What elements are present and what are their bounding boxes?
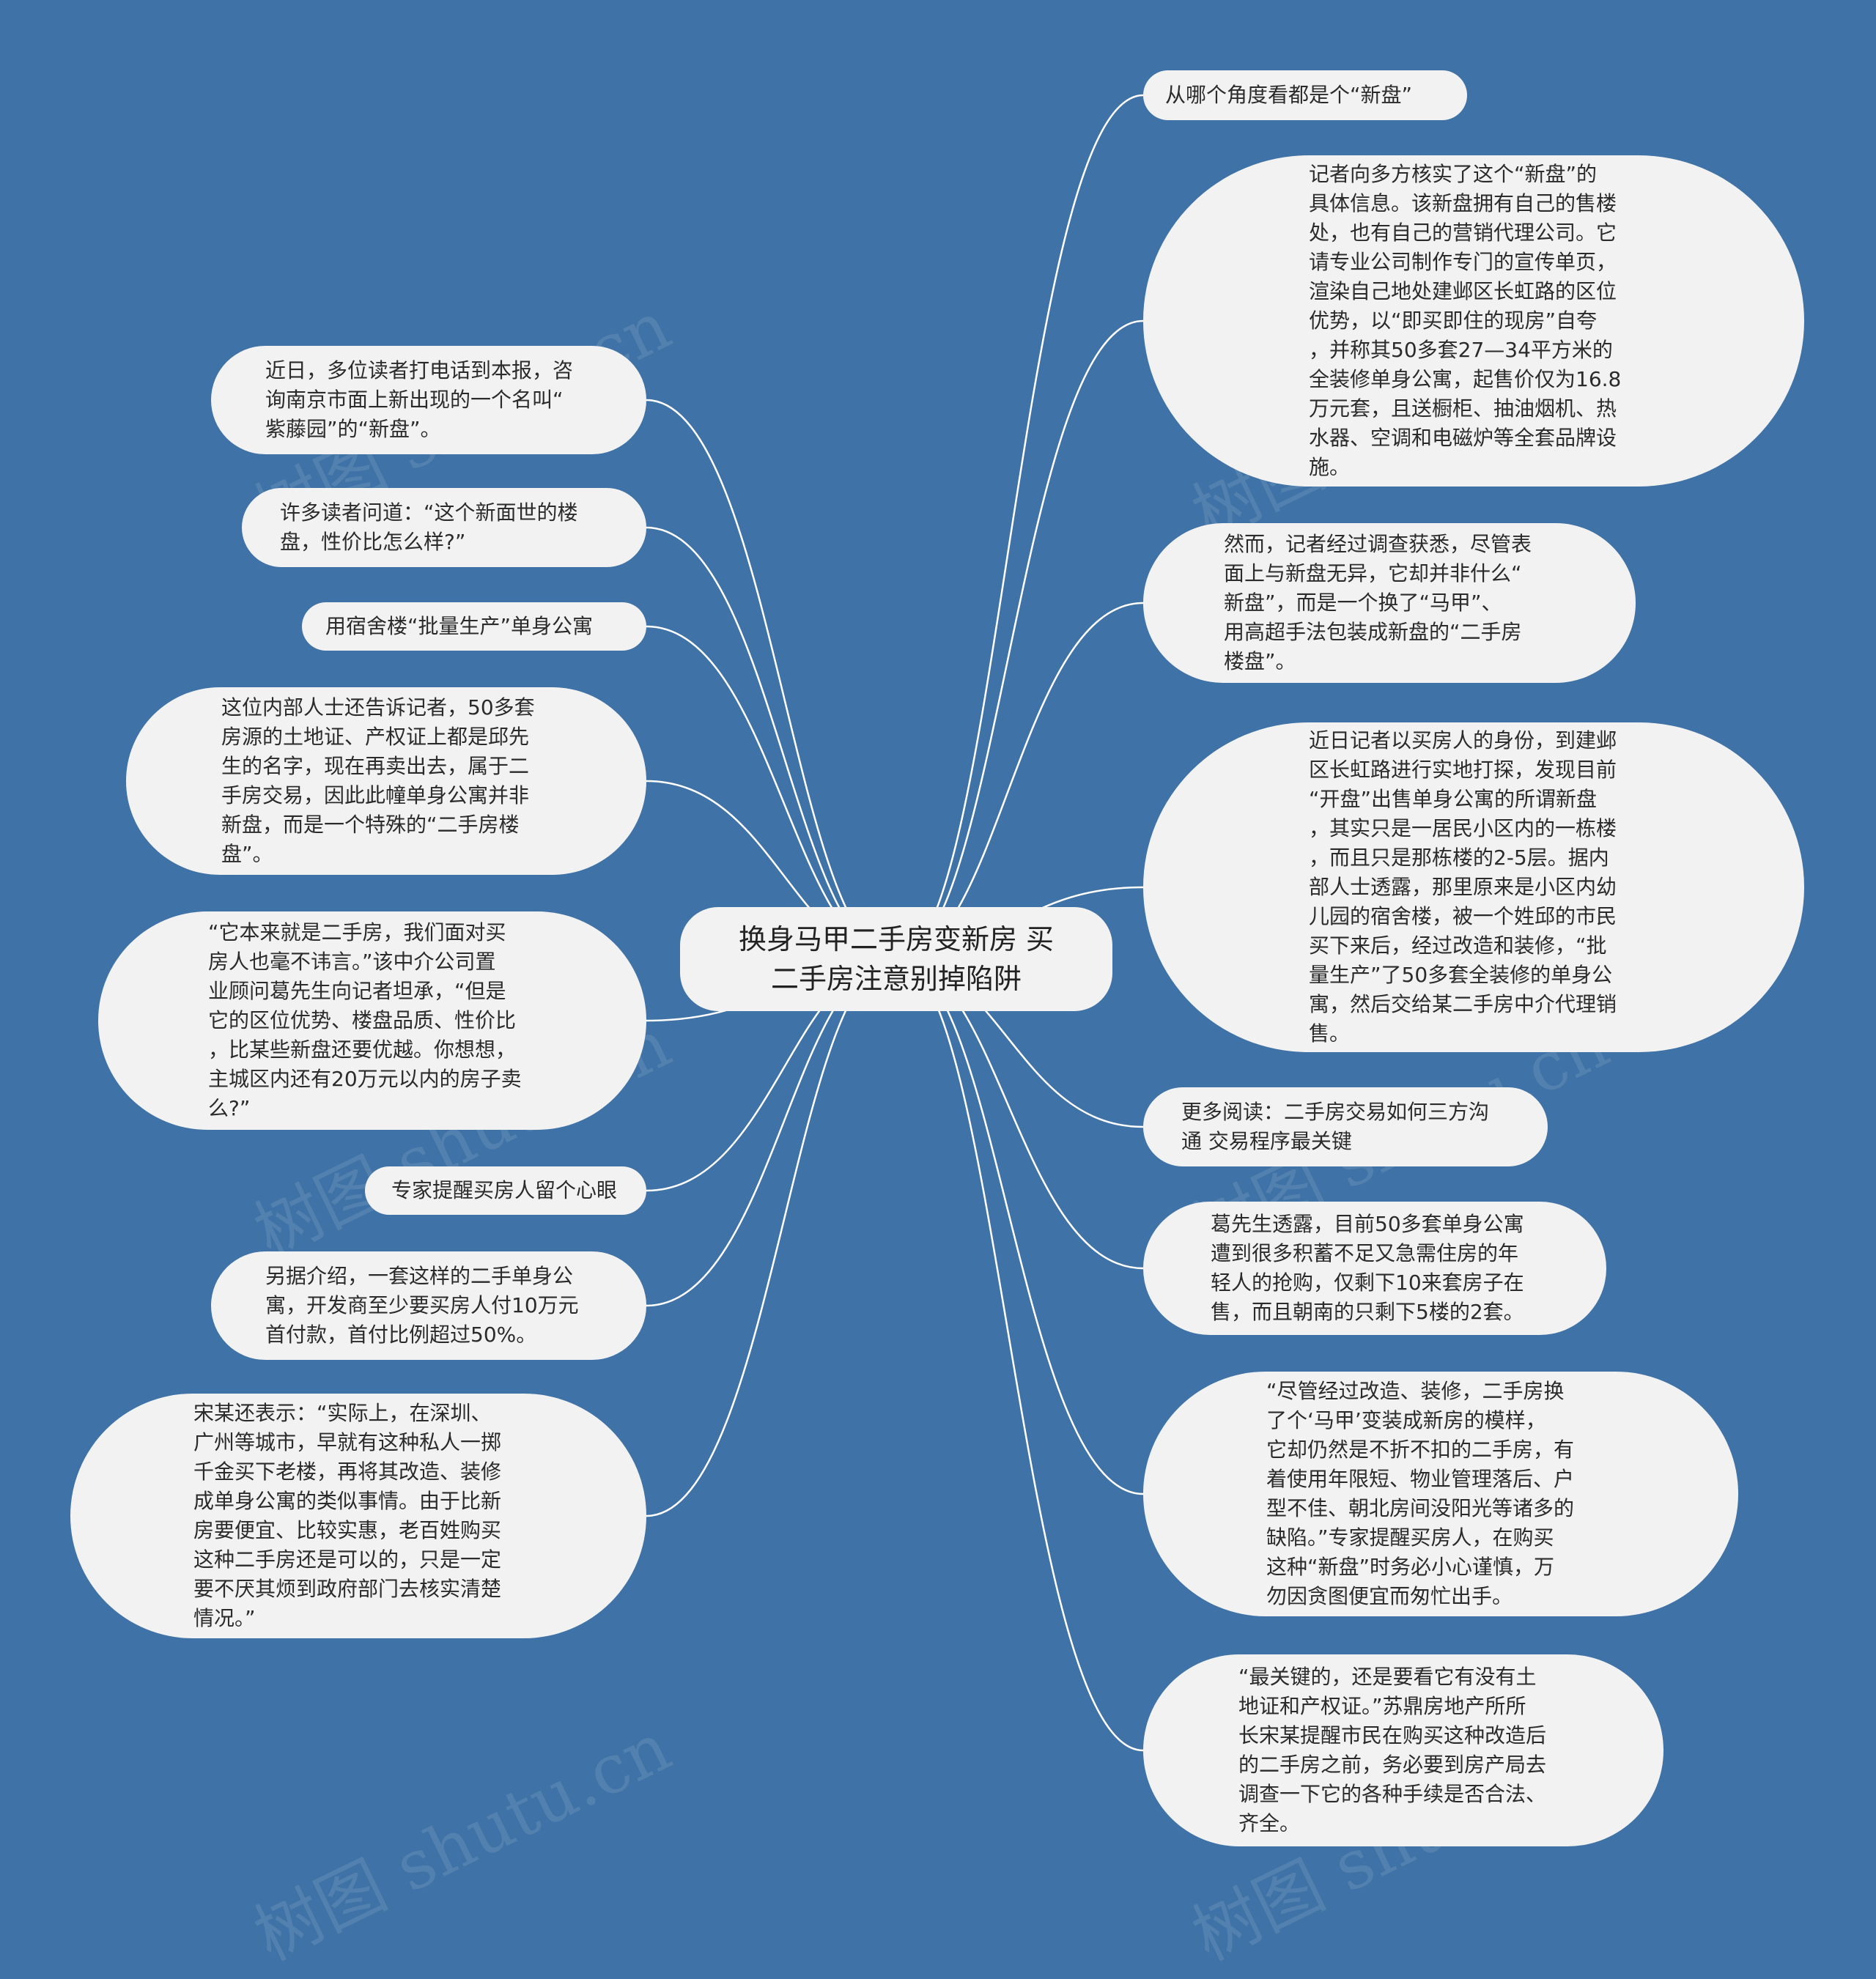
topic-node-right-3[interactable]: 然而，记者经过调查获悉，尽管表 面上与新盘无异，它却并非什么“ 新盘”，而是一个… <box>1143 523 1636 683</box>
topic-node-text: 用宿舍楼“批量生产”单身公寓 <box>325 614 594 638</box>
topic-node-text: “它本来就是二手房，我们面对买 房人也毫不讳言。”该中介公司置 业顾问葛先生向记… <box>208 920 522 1120</box>
topic-node-left-7[interactable]: 另据介绍，一套这样的二手单身公 寓，开发商至少要买房人付10万元 首付款，首付比… <box>211 1251 646 1360</box>
topic-node-left-6[interactable]: 专家提醒买房人留个心眼 <box>365 1166 646 1215</box>
topic-node-left-5[interactable]: “它本来就是二手房，我们面对买 房人也毫不讳言。”该中介公司置 业顾问葛先生向记… <box>98 911 646 1130</box>
topic-node-text: 然而，记者经过调查获悉，尽管表 面上与新盘无异，它却并非什么“ 新盘”，而是一个… <box>1224 532 1532 673</box>
topic-node-right-7[interactable]: “尽管经过改造、装修，二手房换 了个‘马甲’变装成新房的模样， 它却仍然是不折不… <box>1143 1372 1738 1616</box>
topic-node-left-3[interactable]: 用宿舍楼“批量生产”单身公寓 <box>302 602 646 651</box>
topic-node-right-4[interactable]: 近日记者以买房人的身份，到建邺 区长虹路进行实地打探，发现目前 “开盘”出售单身… <box>1143 722 1804 1052</box>
topic-node-text: 葛先生透露，目前50多套单身公寓 遭到很多积蓄不足又急需住房的年 轻人的抢购，仅… <box>1211 1212 1524 1324</box>
topic-node-text: “最关键的，还是要看它有没有土 地证和产权证。”苏鼎房地产所所 长宋某提醒市民在… <box>1238 1665 1547 1835</box>
topic-node-text: 更多阅读：二手房交易如何三方沟 通 交易程序最关键 <box>1181 1100 1490 1153</box>
connector-line <box>895 319 1144 961</box>
topic-node-right-5[interactable]: 更多阅读：二手房交易如何三方沟 通 交易程序最关键 <box>1143 1087 1548 1166</box>
topic-node-text: “尽管经过改造、装修，二手房换 了个‘马甲’变装成新房的模样， 它却仍然是不折不… <box>1266 1379 1575 1608</box>
topic-node-right-6[interactable]: 葛先生透露，目前50多套单身公寓 遭到很多积蓄不足又急需住房的年 轻人的抢购，仅… <box>1143 1202 1606 1335</box>
topic-node-text: 从哪个角度看都是个“新盘” <box>1165 83 1413 107</box>
topic-node-text: 这位内部人士还告诉记者，50多套 房源的土地证、产权证上都是邱先 生的名字，现在… <box>221 695 535 866</box>
connector-line <box>895 94 1144 961</box>
connector-line <box>895 958 1144 1752</box>
topic-node-right-8[interactable]: “最关键的，还是要看它有没有土 地证和产权证。”苏鼎房地产所所 长宋某提醒市民在… <box>1143 1654 1663 1846</box>
connector-line <box>895 602 1144 961</box>
topic-node-text: 近日记者以买房人的身份，到建邺 区长虹路进行实地打探，发现目前 “开盘”出售单身… <box>1309 728 1617 1046</box>
topic-node-right-2[interactable]: 记者向多方核实了这个“新盘”的 具体信息。该新盘拥有自己的售楼 处，也有自己的营… <box>1143 155 1804 487</box>
connector-line <box>646 526 897 961</box>
topic-node-text: 宋某还表示：“实际上，在深圳、 广州等城市，早就有这种私人一掷 千金买下老楼，再… <box>193 1401 502 1630</box>
topic-node-left-4[interactable]: 这位内部人士还告诉记者，50多套 房源的土地证、产权证上都是邱先 生的名字，现在… <box>126 687 646 875</box>
topic-node-text: 近日，多位读者打电话到本报，咨 询南京市面上新出现的一个名叫“ 紫藤园”的“新盘… <box>265 358 574 441</box>
central-topic-node[interactable]: 换身马甲二手房变新房 买 二手房注意别掉陷阱 <box>680 907 1112 1011</box>
connector-line <box>646 958 897 1517</box>
topic-node-text: 另据介绍，一套这样的二手单身公 寓，开发商至少要买房人付10万元 首付款，首付比… <box>265 1264 579 1347</box>
topic-node-left-2[interactable]: 许多读者问道：“这个新面世的楼 盘，性价比怎么样?” <box>242 488 646 567</box>
central-topic-title: 换身马甲二手房变新房 买 二手房注意别掉陷阱 <box>738 923 1055 995</box>
connector-line <box>646 399 897 961</box>
topic-node-left-8[interactable]: 宋某还表示：“实际上，在深圳、 广州等城市，早就有这种私人一掷 千金买下老楼，再… <box>70 1394 646 1638</box>
topic-node-left-1[interactable]: 近日，多位读者打电话到本报，咨 询南京市面上新出现的一个名叫“ 紫藤园”的“新盘… <box>211 346 646 454</box>
topic-node-text: 记者向多方核实了这个“新盘”的 具体信息。该新盘拥有自己的售楼 处，也有自己的营… <box>1309 162 1622 479</box>
topic-node-text: 专家提醒买房人留个心眼 <box>391 1178 618 1202</box>
topic-node-text: 许多读者问道：“这个新面世的楼 盘，性价比怎么样?” <box>280 500 578 554</box>
connector-line <box>895 958 1144 1495</box>
mind-map-canvas: 树图 shutu.cn 树图 shutu.cn 树图 shutu.cn 树图 s… <box>70 70 1804 1976</box>
topic-node-right-1[interactable]: 从哪个角度看都是个“新盘” <box>1143 70 1467 120</box>
